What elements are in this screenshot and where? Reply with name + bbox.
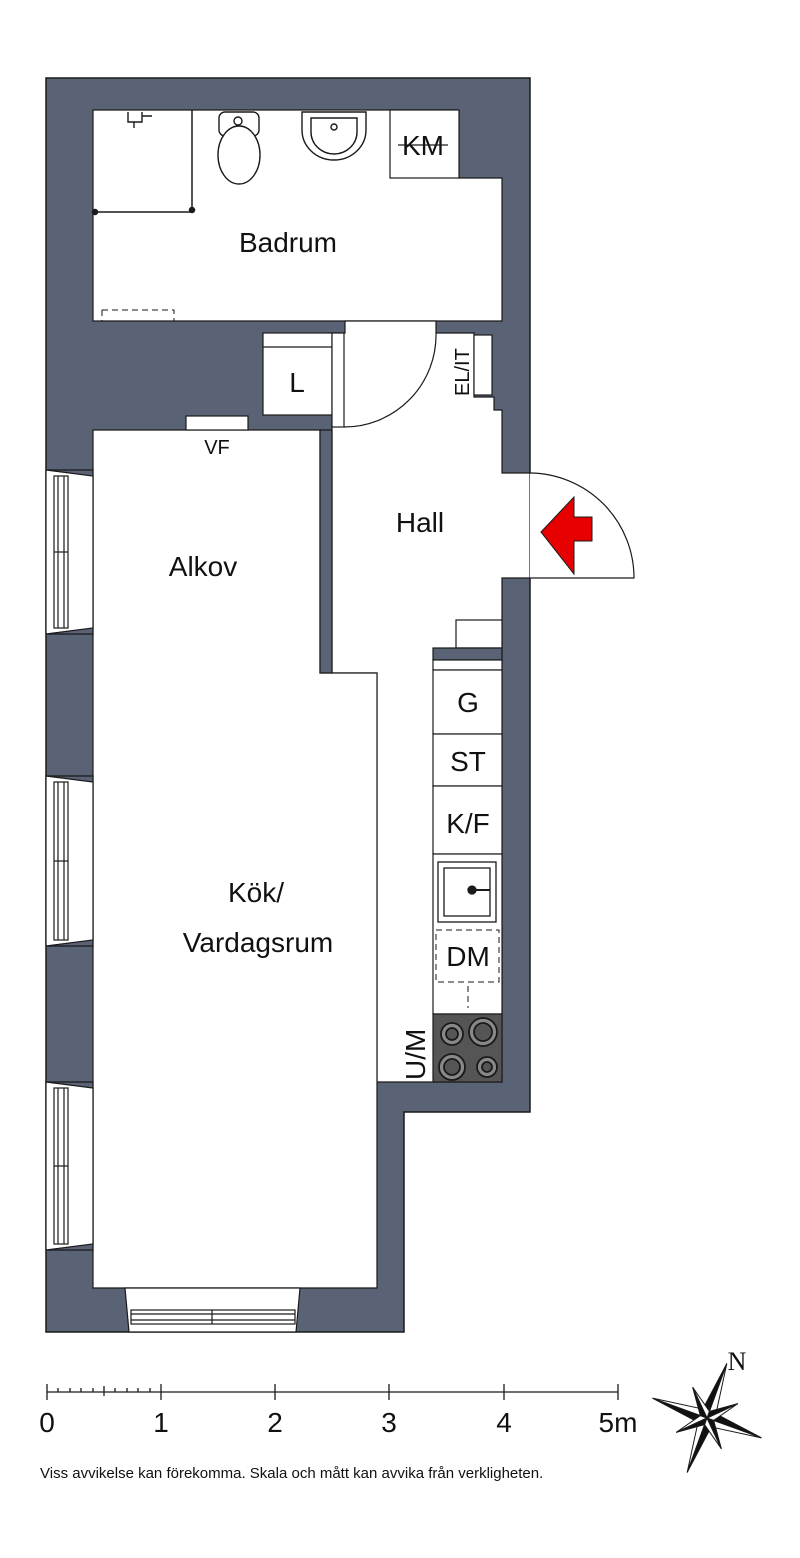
el-it-label: EL/IT xyxy=(452,348,474,396)
closet-label: L xyxy=(289,367,305,398)
dishwasher xyxy=(435,929,500,983)
stove-icon xyxy=(438,1017,498,1081)
room-label-alkov: Alkov xyxy=(169,551,237,582)
floor-areas xyxy=(92,109,531,1289)
disclaimer-text: Viss avvikelse kan förekomma. Skala och … xyxy=(40,1465,543,1482)
vf-label: VF xyxy=(204,437,230,459)
room-label-vardagsrum: Vardagsrum xyxy=(183,927,333,958)
scale-tick-1: 1 xyxy=(153,1407,169,1438)
basin-icon xyxy=(301,111,367,161)
shower-icon xyxy=(91,110,196,216)
room-label-badrum: Badrum xyxy=(239,227,337,258)
window-3 xyxy=(45,1081,94,1251)
oven-microwave-label: U/M xyxy=(400,1029,431,1080)
el-it-cabinet xyxy=(473,334,493,396)
cabinet-label: ST xyxy=(450,746,486,777)
bathroom-radiator xyxy=(101,309,175,322)
room-label-hall: Hall xyxy=(396,507,444,538)
km-unit xyxy=(389,109,460,179)
compass-north-label: N xyxy=(728,1347,747,1376)
fridge-freezer-label: K/F xyxy=(446,808,490,839)
toilet-icon xyxy=(217,111,261,185)
window-2 xyxy=(45,775,94,947)
alkov-partition-wall xyxy=(319,429,333,674)
vf-unit xyxy=(185,415,249,431)
windows xyxy=(45,469,301,1333)
scale-tick-2: 2 xyxy=(267,1407,283,1438)
compass-rose-icon xyxy=(652,1363,762,1473)
scale-bar xyxy=(46,1384,619,1400)
window-1 xyxy=(45,469,94,635)
room-label-kok: Kök/ xyxy=(228,877,284,908)
scale-tick-0: 0 xyxy=(39,1407,55,1438)
sink-icon xyxy=(437,861,497,923)
dishwasher-label: DM xyxy=(446,941,490,972)
freezer-label: G xyxy=(457,687,479,718)
bathroom-door xyxy=(331,332,437,428)
scale-tick-3: 3 xyxy=(381,1407,397,1438)
entrance-arrow xyxy=(540,495,593,576)
scale-end-label: 5m xyxy=(599,1407,638,1438)
scale-tick-4: 4 xyxy=(496,1407,512,1438)
window-bottom xyxy=(124,1287,301,1333)
